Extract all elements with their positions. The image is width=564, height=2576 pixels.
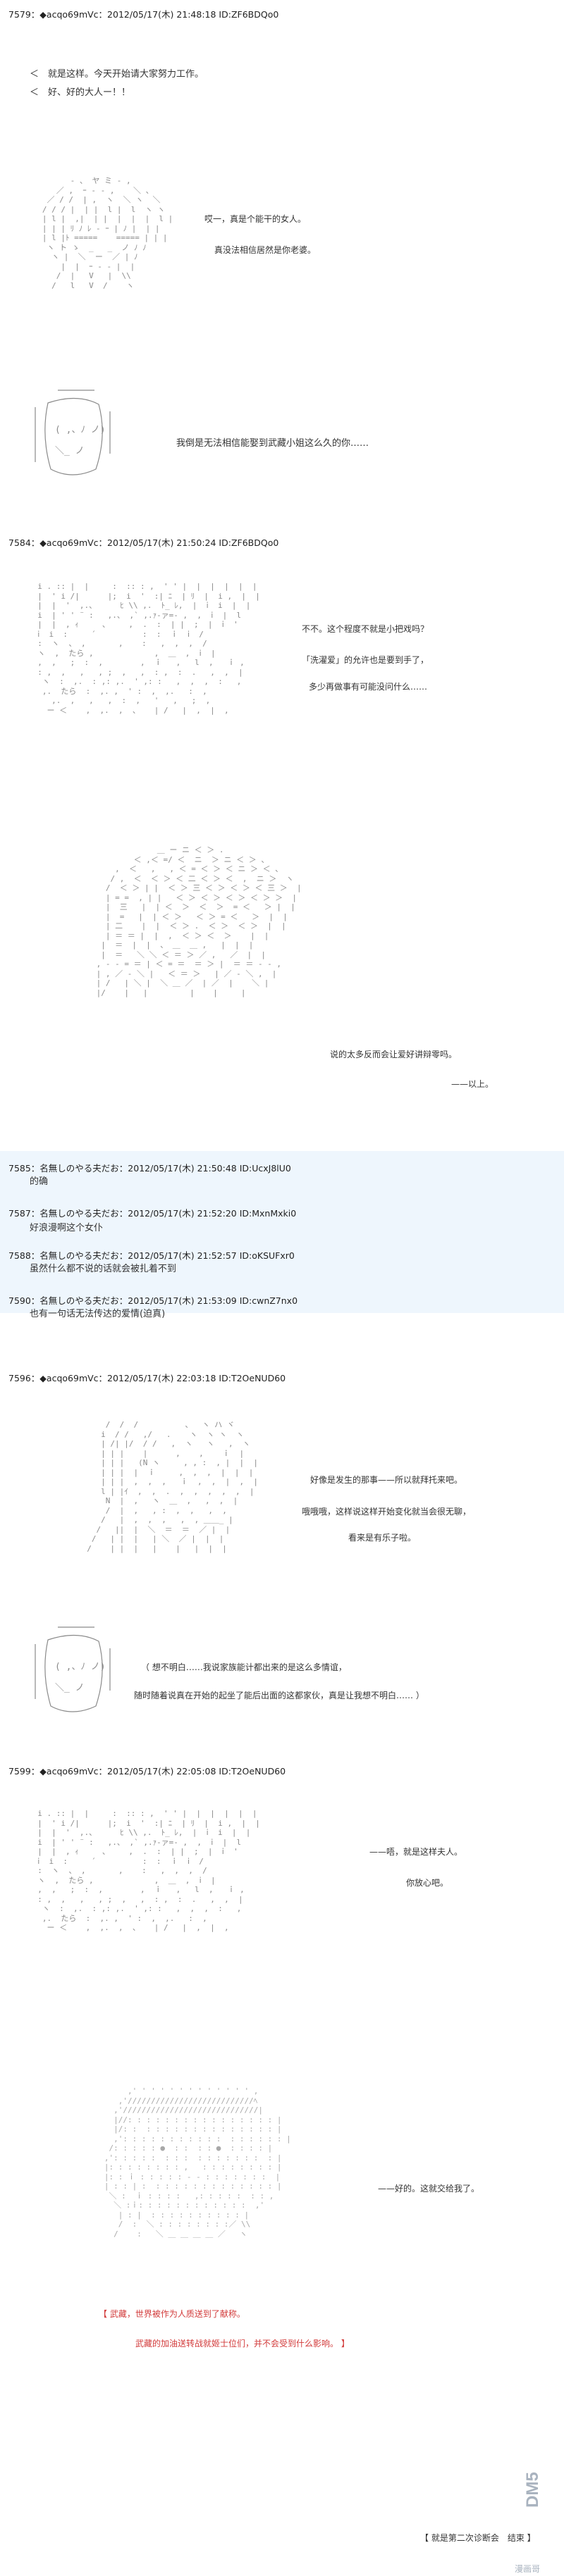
post-header-7579: 7579：◆acqo69mVc：2012/05/17(木) 21:48:18 I… bbox=[8, 9, 279, 20]
svg-text:( ,、ﾉ ノ): ( ,、ﾉ ノ) bbox=[55, 1662, 106, 1672]
comment-header: 7588：名無しのやる夫だお：2012/05/17(木) 21:52:57 ID… bbox=[8, 1250, 295, 1261]
comment-body: 好浪漫啊这个女仆 bbox=[30, 1223, 104, 1233]
dialog-line: 随时随着说真在开始的起坐了能后出面的这都家伙，真是让我想不明白…… ） bbox=[134, 1691, 424, 1700]
comment-header: 7587：名無しのやる夫だお：2012/05/17(木) 21:52:20 ID… bbox=[8, 1208, 297, 1219]
ascii-art-character: ＿ ー ニ ＜ ＞ . ＜ ,＜ =/ ＜ ニ ＞ ニ ＜ ＞ 、 , ＜ , … bbox=[96, 845, 302, 997]
narration-line: 【 武藏，世界被作为人质送到了献称。 bbox=[99, 2309, 245, 2319]
svg-text:( ,、ﾉ ノ): ( ,、ﾉ ノ) bbox=[55, 425, 106, 435]
dialog-line: 真没法相信居然是你老婆。 bbox=[214, 245, 317, 255]
smiley-face-icon: ( ,、ﾉ ノ) ＼_ ノ bbox=[35, 1626, 111, 1712]
end-marker: 【 就是第二次诊断会 结束 】 bbox=[420, 2533, 536, 2543]
narration-line: 武藏的加油送转战就姬士位们，并不会受到什么影响。 】 bbox=[135, 2339, 350, 2348]
watermark-text: 漫画哥 bbox=[515, 2564, 541, 2574]
svg-text:＼_ ノ: ＼_ ノ bbox=[55, 446, 85, 456]
ascii-art-character: i . :: | | : :: : , ' ' | | | | | | | ' … bbox=[37, 582, 260, 715]
dialog-line: 好像是发生的那事——所以就拜托来吧。 bbox=[310, 1475, 463, 1485]
ascii-art-character: ,' ' ' ' ' ' ' ' ' ' ' ' ' , ,'/////////… bbox=[104, 2086, 291, 2239]
ascii-art-character: / / / 、 ヽ ハ ヾ i / / ,/ . ヽ ヽ ヽ ヽ | /| |/… bbox=[87, 1420, 259, 1553]
dialog-line: ＜ 好、好的大人ー！！ bbox=[30, 87, 131, 98]
comment-header: 7585：名無しのやる夫だお：2012/05/17(木) 21:50:48 ID… bbox=[8, 1163, 291, 1174]
dialog-line: 说的太多反而会让爱好讲辩零吗。 bbox=[330, 1050, 458, 1059]
dialog-line: 你放心吧。 bbox=[406, 1878, 449, 1888]
dialog-line: ——唔，就是这样夫人。 bbox=[369, 1847, 463, 1857]
dialog-line: ——以上。 bbox=[451, 1079, 494, 1089]
post-header-7599: 7599：◆acqo69mVc：2012/05/17(木) 22:05:08 I… bbox=[8, 1766, 286, 1777]
comment-header: 7590：名無しのやる夫だお：2012/05/17(木) 21:53:09 ID… bbox=[8, 1295, 298, 1306]
ascii-art-character: ‐ 、 ヤ ミ ‐ , ／ , ｰ ‐ - , ＼ 、 ／ / / | , ヽ … bbox=[42, 176, 173, 290]
dialog-line: 多少再做事有可能没问什么…… bbox=[309, 682, 428, 692]
watermark-logo: DM5 bbox=[523, 2472, 542, 2508]
smiley-face-icon: ( ,、ﾉ ノ) ＼_ ノ bbox=[35, 390, 111, 475]
svg-text:＼_ ノ: ＼_ ノ bbox=[55, 1683, 85, 1693]
post-header-7584: 7584：◆acqo69mVc：2012/05/17(木) 21:50:24 I… bbox=[8, 537, 279, 548]
dialog-line: 哦哦哦，这样说这样开始变化就当会很无聊， bbox=[302, 1507, 472, 1517]
dialog-line: 「洗濯爱」的允许也是要到手了， bbox=[302, 655, 429, 665]
comments-section bbox=[0, 1151, 564, 1313]
comment-body: 也有一句话无法传达的爱情(迫真) bbox=[30, 1309, 166, 1319]
dialog-line: 看来是有乐子啦。 bbox=[348, 1533, 417, 1543]
dialog-line: 我倒是无法相信能娶到武藏小姐这么久的你…… bbox=[176, 438, 369, 449]
ascii-art-character: i . :: | | : :: : , ' ' | | | | | | | ' … bbox=[37, 1809, 260, 1932]
comment-body: 的确 bbox=[30, 1176, 49, 1187]
post-header-7596: 7596：◆acqo69mVc：2012/05/17(木) 22:03:18 I… bbox=[8, 1373, 286, 1383]
dialog-line: 哎一，真是个能干的女人。 bbox=[204, 214, 307, 224]
comment-body: 虽然什么都不说的话就会被扎着不到 bbox=[30, 1264, 177, 1274]
dialog-line: 不不。这个程度不就是小把戏吗？ bbox=[302, 624, 429, 634]
dialog-line: （ 想不明白……我说家族能计都出来的是这么多情谊， bbox=[141, 1662, 347, 1672]
dialog-line: ＜ 就是这样。今天开始请大家努力工作。 bbox=[30, 69, 204, 80]
dialog-line: ——好的。这就交给我了。 bbox=[378, 2184, 480, 2194]
